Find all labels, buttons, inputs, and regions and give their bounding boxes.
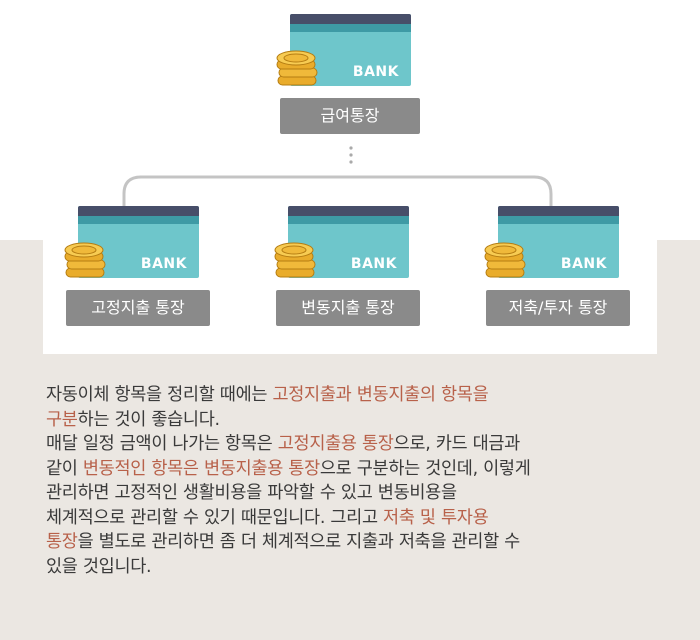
bank-text: BANK: [352, 64, 399, 80]
description-line: 체계적으로 관리할 수 있기 때문입니다. 그리고 저축 및 투자용: [46, 506, 656, 531]
bank-card: BANK: [498, 206, 619, 278]
highlight-span: 변동적인 항목은 변동지출용 통장: [82, 458, 320, 479]
text-span: 하는 것이 좋습니다.: [77, 409, 221, 430]
description-line: 매달 일정 금액이 나가는 항목은 고정지출용 통장으로, 카드 대금과: [46, 432, 656, 457]
highlight-span: 저축 및 투자용: [383, 507, 489, 528]
highlight-span: 구분: [46, 409, 78, 430]
coin-stack-icon: [64, 242, 106, 278]
description-line: 통장을 별도로 관리하면 좀 더 체계적으로 지출과 저축을 관리할 수: [46, 530, 656, 555]
description-line: 관리하면 고정적인 생활비용을 파악할 수 있고 변동비용을: [46, 481, 656, 506]
bank-text: BANK: [350, 256, 397, 272]
description-text: 자동이체 항목을 정리할 때에는 고정지출과 변동지출의 항목을 구분하는 것이…: [46, 383, 656, 579]
bank-text: BANK: [140, 256, 187, 272]
bank-text: BANK: [560, 256, 607, 272]
text-span: 으로, 카드 대금과: [393, 434, 521, 454]
account-label: 고정지출 통장: [66, 290, 210, 326]
highlight-span: 통장: [46, 532, 78, 552]
text-span: 으로 구분하는 것인데, 이렇게: [319, 458, 531, 479]
account-label: 변동지출 통장: [276, 290, 420, 326]
highlight-span: 고정지출용 통장: [277, 434, 394, 454]
highlight-span: 고정지출과 변동지출의 항목을: [272, 385, 489, 405]
account-label: 저축/투자 통장: [486, 290, 630, 326]
text-span: 자동이체 항목을 정리할 때에는: [46, 385, 273, 405]
description-line: 있을 것입니다.: [46, 555, 656, 580]
text-span: 같이: [46, 458, 83, 479]
text-span: 있을 것입니다.: [46, 556, 152, 577]
description-line: 같이 변동적인 항목은 변동지출용 통장으로 구분하는 것인데, 이렇게: [46, 457, 656, 482]
description-line: 구분하는 것이 좋습니다.: [46, 408, 656, 433]
text-span: 매달 일정 금액이 나가는 항목은: [46, 434, 278, 454]
coin-stack-icon: [274, 242, 316, 278]
coin-stack-icon: [276, 50, 318, 86]
account-label: 급여통장: [280, 98, 420, 134]
text-span: 을 별도로 관리하면 좀 더 체계적으로 지출과 저축을 관리할 수: [77, 532, 521, 552]
coin-stack-icon: [484, 242, 526, 278]
text-span: 관리하면 고정적인 생활비용을 파악할 수 있고 변동비용을: [46, 483, 457, 503]
text-span: 체계적으로 관리할 수 있기 때문입니다. 그리고: [46, 507, 384, 528]
tree-connector: [122, 146, 553, 207]
description-line: 자동이체 항목을 정리할 때에는 고정지출과 변동지출의 항목을: [46, 383, 656, 408]
